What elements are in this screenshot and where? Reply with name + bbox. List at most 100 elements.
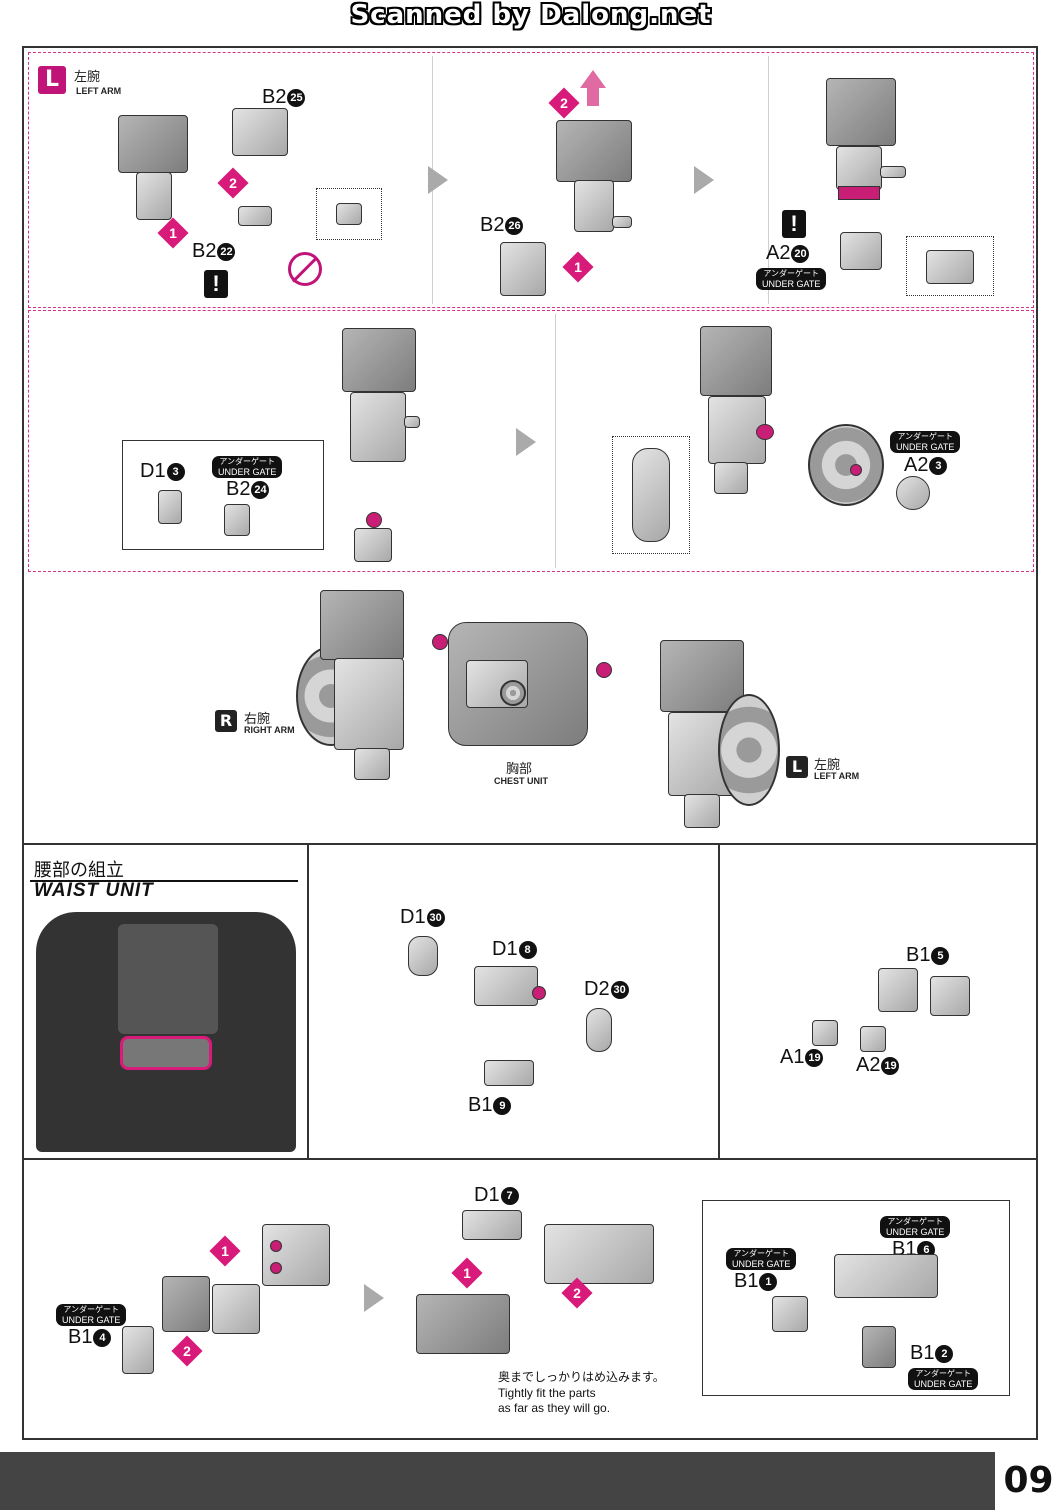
waist-highlight — [120, 1036, 212, 1070]
left-arm-upper — [660, 640, 744, 712]
detail-cap — [926, 250, 974, 284]
arm-shaft — [404, 416, 420, 428]
part-b1-1-figure — [772, 1296, 808, 1332]
right-arm-lower — [334, 658, 404, 750]
step-1-marker: 1 — [451, 1257, 483, 1289]
joint-pin — [756, 424, 774, 440]
part-a2-19-figure — [860, 1026, 886, 1052]
part-d2-30-figure — [586, 1008, 612, 1052]
part-a1-19-figure — [812, 1020, 838, 1046]
waist-title-jp: 腰部の組立 — [34, 860, 124, 881]
part-b1-2-figure — [862, 1326, 896, 1368]
arm-joint-block — [350, 392, 406, 462]
right-arm-hand — [354, 748, 390, 780]
detail-callout — [702, 1200, 1010, 1396]
part-d1-8-figure — [474, 966, 538, 1006]
fit-note-jp: 奥までしっかりはめ込みます。 — [498, 1370, 665, 1384]
chest-label-en: CHEST UNIT — [494, 776, 548, 786]
next-step-arrow-icon — [364, 1284, 384, 1312]
no-cut-icon — [288, 252, 322, 286]
detail-callout — [122, 440, 324, 550]
part-bracket — [232, 108, 288, 156]
chest-unit-dial — [500, 680, 526, 706]
page-number: 09 — [995, 1452, 1062, 1510]
right-arm-upper — [320, 590, 404, 660]
tire-detail-callout — [612, 436, 690, 554]
pull-up-arrow-stem — [587, 88, 599, 106]
panel-divider — [718, 845, 720, 1158]
waist-plate-figure-2 — [212, 1284, 260, 1334]
left-arm-badge: L — [786, 756, 808, 778]
pull-up-arrow-icon — [580, 70, 606, 88]
part-b1-5-right — [930, 976, 970, 1016]
right-arm-label-en: RIGHT ARM — [244, 725, 295, 735]
joint-pin — [532, 986, 546, 1000]
step-1-marker: 1 — [209, 1235, 241, 1267]
waist-title-en: WAIST UNIT — [34, 880, 154, 901]
part-b1-5-left — [878, 968, 918, 1012]
left-arm-hand — [684, 794, 720, 828]
scanner-watermark: Scanned by Dalong.net — [350, 0, 712, 30]
panel-divider — [768, 56, 769, 304]
next-step-arrow-icon — [516, 428, 536, 456]
part-hand-joint — [354, 528, 392, 562]
section-left-arm-step1 — [28, 52, 1034, 308]
part-b1-9-figure — [484, 1060, 534, 1086]
section-divider — [22, 1158, 1038, 1160]
section-divider — [22, 843, 1038, 845]
joint-pin — [270, 1262, 282, 1274]
left-arm-label-jp: 左腕 — [814, 758, 841, 773]
part-b1-4-figure — [122, 1326, 154, 1374]
arm-upper-block — [826, 78, 896, 146]
right-arm-label-jp: 右腕 — [244, 712, 271, 727]
detail-callout — [316, 188, 382, 240]
detail-shaft-end — [336, 203, 362, 225]
next-step-arrow-icon — [694, 166, 714, 194]
waist-plate-figure — [162, 1276, 210, 1332]
arm-magenta-band — [838, 186, 880, 200]
joint-pin — [596, 662, 612, 678]
waist-overview-core — [118, 924, 218, 1034]
wheel-part — [808, 424, 884, 506]
arm-shaft — [612, 216, 632, 228]
arm-shaft — [880, 166, 906, 178]
section-left-arm-step2 — [28, 310, 1034, 572]
left-arm-wheel — [718, 694, 780, 806]
joint-pin — [366, 512, 382, 528]
step-2-marker: 2 — [171, 1335, 203, 1367]
step-2-marker: 2 — [561, 1277, 593, 1309]
part-clip — [500, 242, 546, 296]
part-b1-6-figure — [834, 1254, 938, 1298]
left-arm-label-jp: 左腕 — [74, 70, 101, 85]
right-arm-badge: R — [215, 710, 237, 732]
part-cap — [840, 232, 882, 270]
warning-icon: ! — [204, 270, 228, 298]
part-b2-figure — [224, 504, 250, 536]
arm-joint-block — [136, 172, 172, 220]
panel-divider — [307, 845, 309, 1158]
arm-upper-block — [556, 120, 632, 182]
arm-joint-block — [836, 146, 882, 190]
next-step-arrow-icon — [428, 166, 448, 194]
tire-part — [632, 448, 670, 542]
left-arm-label-en: LEFT ARM — [814, 771, 860, 781]
